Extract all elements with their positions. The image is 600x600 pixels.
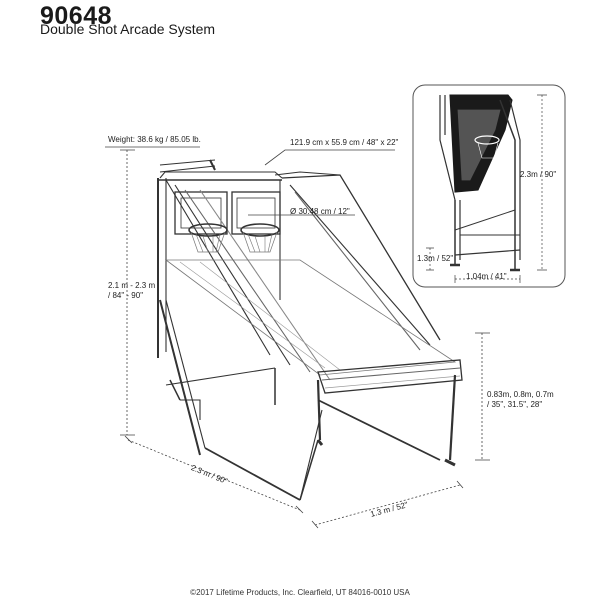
dimension-lines <box>105 146 490 529</box>
folded-width-label: 1.04m / 41" <box>466 272 507 281</box>
footprint-label: 121.9 cm x 55.9 cm / 48" x 22" <box>290 138 399 147</box>
rim-height-label-line2: / 35", 31.5", 28" <box>487 400 543 409</box>
model-number: 90648 <box>40 2 113 30</box>
arcade-frame <box>157 159 463 501</box>
height-label-line1: 2.1 m - 2.3 m <box>108 281 156 290</box>
height-label-line2: / 84" - 90" <box>108 291 144 300</box>
folded-view-inset <box>412 84 566 288</box>
rim-height-label-line1: 0.83m, 0.8m, 0.7m <box>487 390 554 399</box>
product-name: Double Shot Arcade System <box>40 21 216 37</box>
copyright-footer: ©2017 Lifetime Products, Inc. Clearfield… <box>190 588 410 597</box>
folded-height-label: 2.3m / 90" <box>520 170 557 179</box>
weight-label: Weight: 38.6 kg / 85.05 lb. <box>108 135 201 144</box>
folded-depth-label: 1.3m / 52" <box>417 254 454 263</box>
rim-diameter-label: Ø 30.48 cm / 12" <box>290 207 350 216</box>
